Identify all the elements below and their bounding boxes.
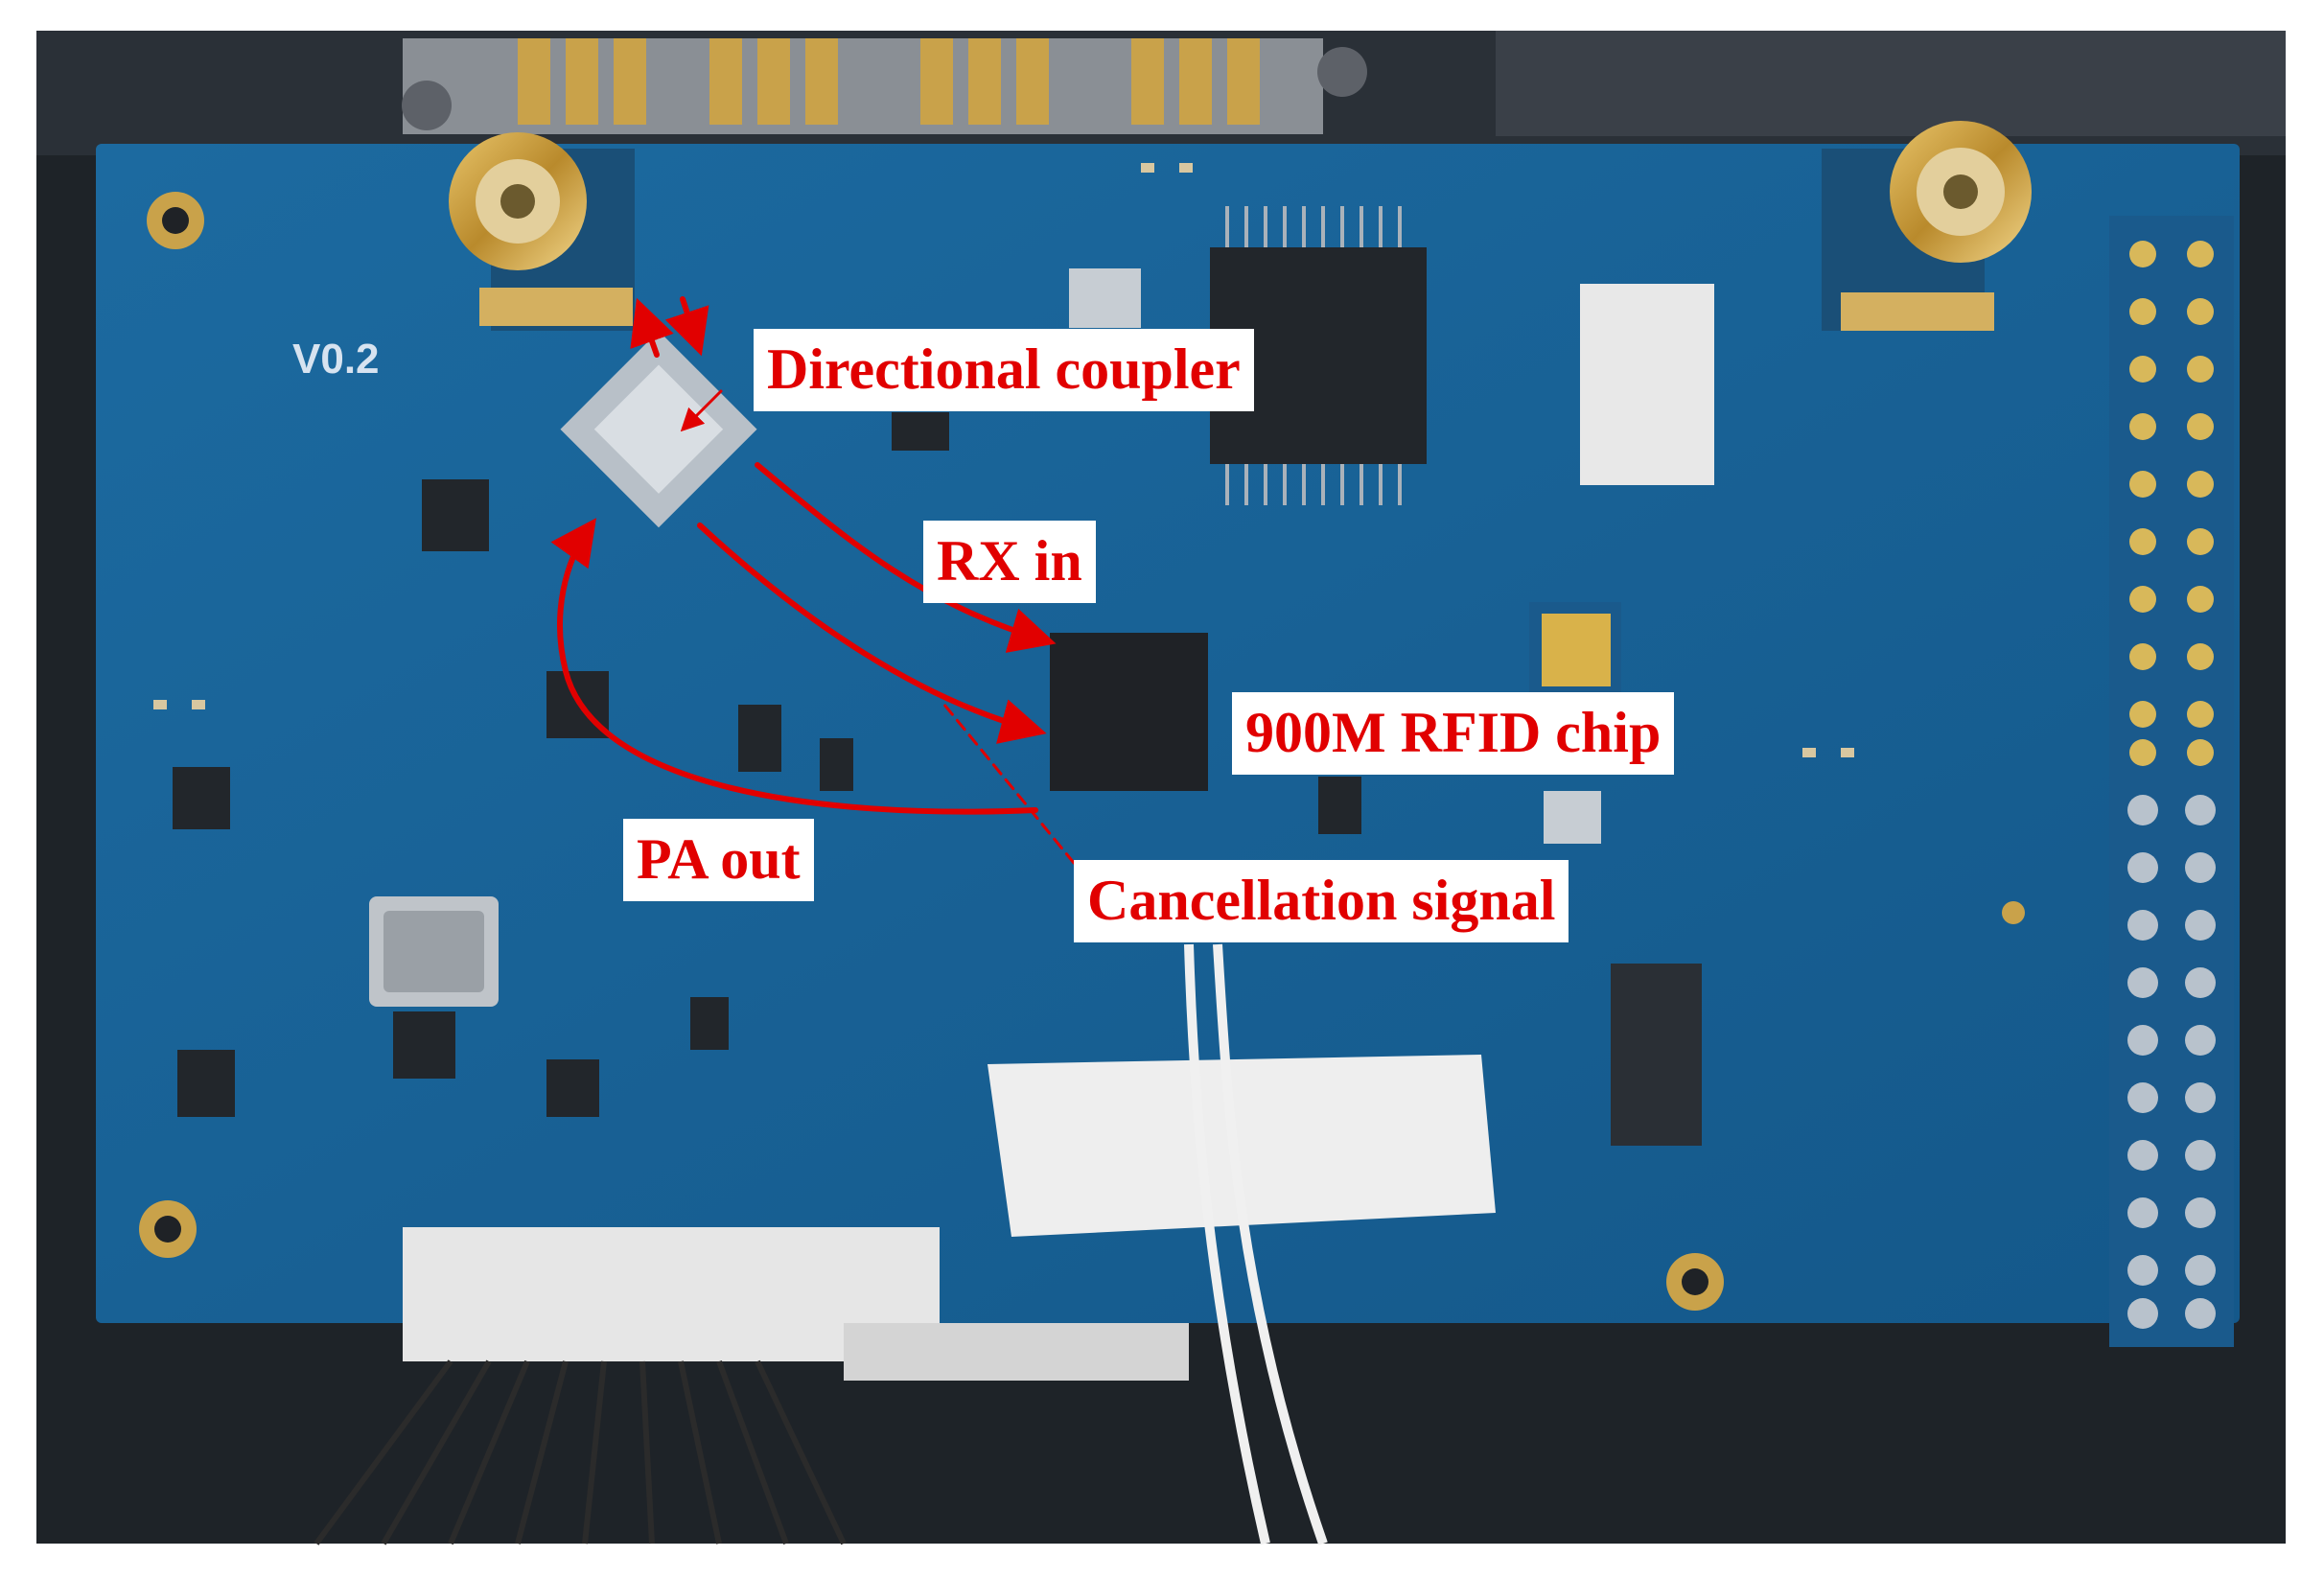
arrow-in-from-sma [664,296,709,357]
label-rx-in: RX in [923,521,1096,603]
label-cancellation-signal: Cancellation signal [1074,860,1569,942]
bottom-connector [314,1227,1189,1545]
directional-coupler-component [560,331,757,528]
arrow-pa-out [550,518,1038,815]
sma-connector-right [1822,121,2032,331]
label-pa-out: PA out [623,819,814,901]
arrow-tx-to-chip [697,523,1047,744]
sma-connector-left [449,132,635,331]
label-directional-coupler: Directional coupler [754,329,1254,411]
arrow-rx-in [755,462,1057,653]
arrow-out-to-sma [630,297,674,358]
pcb-version-text: V0.2 [292,336,380,383]
fpc-connector [1611,964,1702,1146]
crystals [1069,268,1601,844]
side-connector [1580,284,1714,485]
tape-and-wires [988,943,1496,1545]
label-rfid-chip: 900M RFID chip [1232,692,1675,775]
annotation-arrows [550,296,1076,865]
rf-chip-gold [1529,602,1621,698]
mounting-holes [139,192,2025,1311]
right-pin-header [2109,216,2234,1347]
arrow-coupler-pointer [680,389,723,432]
small-components [173,412,1361,1117]
arrow-cancellation-pointer [942,703,1076,865]
top-header-connectors [402,38,1367,134]
rfid-chip [1050,633,1208,791]
